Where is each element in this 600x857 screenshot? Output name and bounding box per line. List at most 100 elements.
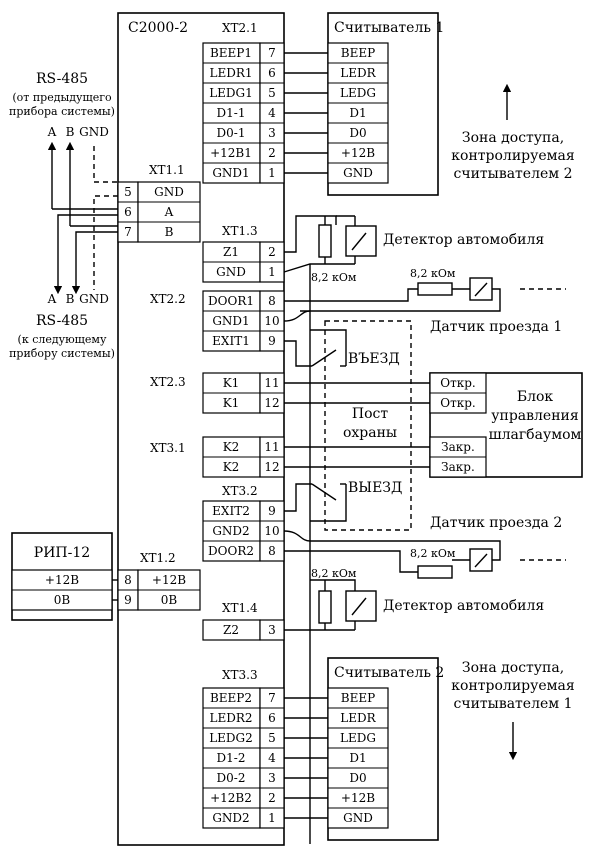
xt31-label: XT3.1: [150, 441, 186, 455]
svg-text:+12В: +12В: [152, 573, 186, 587]
svg-text:10: 10: [264, 314, 279, 328]
barrier-open-1: Откр.: [440, 376, 475, 390]
xt21-pin-name: GND1: [212, 166, 249, 180]
svg-text:EXIT1: EXIT1: [212, 334, 250, 348]
rs485-top-label: RS-485 (от предыдущего прибора системы) …: [9, 71, 115, 139]
svg-text:BEEP2: BEEP2: [210, 691, 252, 705]
reader1-pin: D0: [349, 126, 366, 140]
svg-text:GND2: GND2: [212, 524, 249, 538]
svg-text:шлагбаумом: шлагбаумом: [489, 427, 582, 443]
svg-text:7: 7: [268, 691, 276, 705]
rip12-block: РИП-12 +12В 0В: [11, 532, 113, 621]
xt21-pin-name: +12B1: [210, 146, 252, 160]
zone1-line2: контролируемая: [451, 148, 575, 164]
rs485-wires: [47, 141, 119, 295]
barrier-close-2: Закр.: [441, 460, 475, 474]
xt13-label: XT1.3: [222, 224, 258, 238]
xt33-terminal-block: BEEP2 LEDR2 LEDG2 D1-2 D0-2 +12B2 GND2 7…: [202, 687, 285, 829]
svg-text:Z1: Z1: [223, 245, 239, 259]
svg-text:+12В: +12В: [341, 791, 375, 805]
reader1-pin: +12В: [341, 146, 375, 160]
reader1-pin: LEDR: [340, 66, 376, 80]
xt22-label: XT2.2: [150, 292, 186, 306]
svg-text:B: B: [66, 125, 75, 139]
svg-text:K1: K1: [223, 376, 240, 390]
svg-text:6: 6: [268, 711, 276, 725]
reader1-pin: BEEP: [341, 46, 375, 60]
post-line2: охраны: [343, 425, 397, 441]
zone1-line1: Зона доступа,: [462, 130, 564, 146]
xt21-pin-number: 5: [268, 86, 276, 100]
reader1-block: Считыватель 1 BEEP LEDR LEDG D1 D0 +12В …: [327, 12, 444, 196]
res-bottom-label: 8,2 кОм: [311, 567, 357, 580]
svg-text:2: 2: [268, 791, 276, 805]
svg-text:RS-485: RS-485: [36, 71, 88, 87]
sensor1-circuit: [283, 277, 501, 367]
svg-text:A: A: [47, 125, 57, 139]
svg-text:+12B2: +12B2: [210, 791, 252, 805]
svg-text:(к следующему: (к следующему: [18, 333, 107, 346]
svg-text:7: 7: [124, 225, 132, 239]
svg-text:LEDR2: LEDR2: [209, 711, 252, 725]
svg-text:12: 12: [264, 396, 279, 410]
entry-label: ВЪЕЗД: [348, 351, 400, 367]
svg-text:A: A: [47, 292, 57, 306]
xt12-terminal-block: 8 9 +12В 0В: [117, 569, 201, 611]
reader1-pin: GND: [343, 166, 373, 180]
xt21-pin-name: D1-1: [217, 106, 246, 120]
detector-bottom-label: Детектор автомобиля: [383, 598, 544, 614]
svg-text:5: 5: [268, 731, 276, 745]
svg-text:3: 3: [268, 623, 276, 637]
xt21-pin-name: LEDR1: [209, 66, 252, 80]
svg-text:5: 5: [124, 185, 132, 199]
xt21-label: XT2.1: [222, 21, 258, 35]
xt14-label: XT1.4: [222, 601, 258, 615]
xt21-pin-number: 3: [268, 126, 276, 140]
svg-text:1: 1: [268, 811, 276, 825]
svg-text:EXIT2: EXIT2: [212, 504, 250, 518]
svg-text:A: A: [164, 205, 174, 219]
svg-text:8: 8: [268, 544, 276, 558]
zone2-line3: считывателем 1: [454, 696, 573, 712]
reader2-title: Считыватель 2: [334, 665, 444, 681]
res-top-label: 8,2 кОм: [311, 271, 357, 284]
reader1-pin: D1: [349, 106, 366, 120]
svg-text:9: 9: [268, 504, 276, 518]
reader1-title: Считыватель 1: [334, 20, 444, 36]
zone2-line1: Зона доступа,: [462, 660, 564, 676]
svg-text:GND: GND: [79, 292, 109, 306]
svg-text:3: 3: [268, 771, 276, 785]
svg-text:10: 10: [264, 524, 279, 538]
reader1-pin: LEDG: [340, 86, 376, 100]
svg-text:(от предыдущего: (от предыдущего: [12, 91, 112, 104]
svg-text:GND: GND: [343, 811, 373, 825]
xt21-pin-number: 2: [268, 146, 276, 160]
xt22-terminal-block: DOOR1 GND1 EXIT1 8 10 9: [202, 290, 285, 352]
xt23-label: XT2.3: [150, 375, 186, 389]
zone2-line2: контролируемая: [451, 678, 575, 694]
svg-text:LEDG: LEDG: [340, 731, 376, 745]
svg-text:6: 6: [124, 205, 132, 219]
svg-text:1: 1: [268, 265, 276, 279]
xt32-label: XT3.2: [222, 484, 258, 498]
xt21-pin-name: D0-1: [217, 126, 246, 140]
svg-text:9: 9: [124, 593, 132, 607]
sensor1-label: Датчик проезда 1: [430, 319, 562, 335]
xt21-pin-number: 4: [268, 106, 276, 120]
svg-text:B: B: [66, 292, 75, 306]
svg-text:DOOR1: DOOR1: [208, 294, 254, 308]
svg-text:11: 11: [264, 440, 279, 454]
svg-text:8: 8: [124, 573, 132, 587]
controller-title: С2000-2: [128, 20, 188, 36]
rs485-bottom-label: A B GND RS-485 (к следующему прибору сис…: [9, 292, 115, 360]
svg-text:2: 2: [268, 245, 276, 259]
svg-text:GND: GND: [216, 265, 246, 279]
barrier-control-block: Откр. Откр. Закр. Закр. Блок управления …: [429, 372, 583, 478]
svg-text:+12В: +12В: [45, 573, 79, 587]
xt11-terminal-block: 5 6 7 GND A B: [117, 181, 201, 243]
barrier-close-1: Закр.: [441, 440, 475, 454]
detector1-circuit: [283, 215, 377, 844]
guard-post-box: [324, 320, 412, 531]
svg-text:Z2: Z2: [223, 623, 239, 637]
xt33-label: XT3.3: [222, 668, 258, 682]
